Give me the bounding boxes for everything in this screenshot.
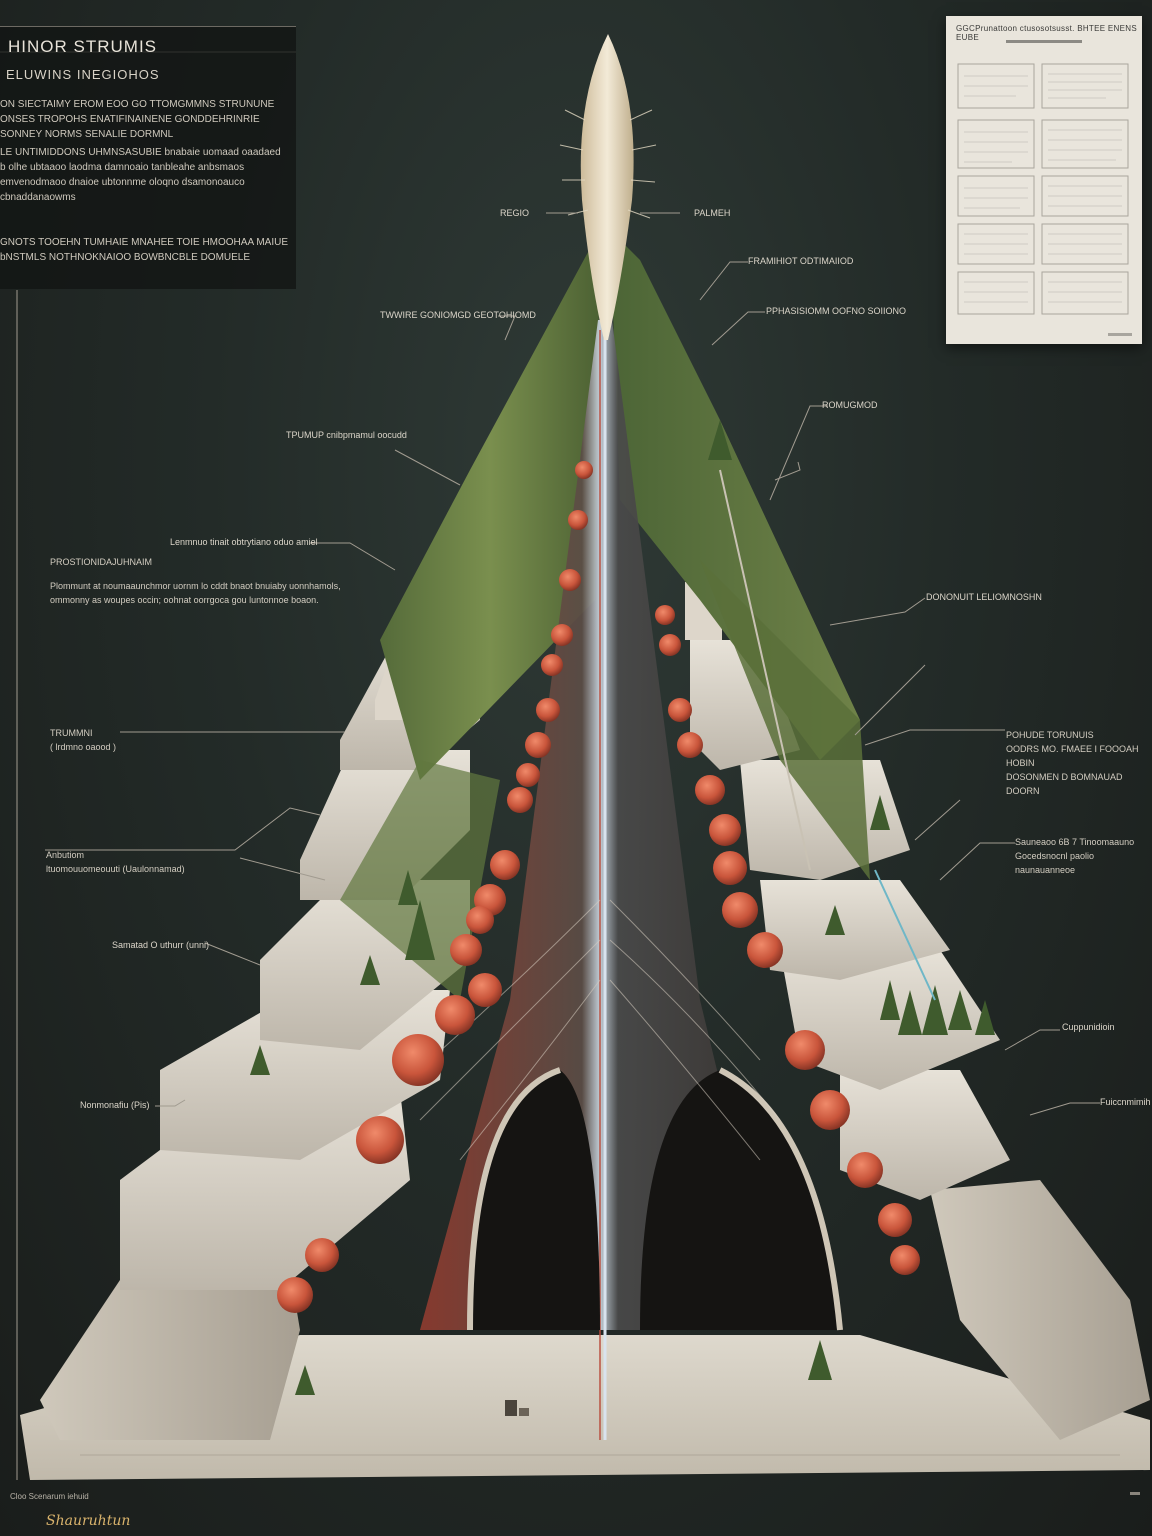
label-l5: Anbutiom ltuomouuomeouuti (Uaulonnamad) xyxy=(46,848,185,876)
sheet-footer-rule xyxy=(1108,333,1132,336)
corner-note: Cloo Scenarum iehuid xyxy=(10,1492,89,1501)
label-l7: Nonmonafiu (Pis) xyxy=(80,1100,150,1110)
label-apex-right: PALMEH xyxy=(694,208,731,218)
panel-line: ONSES TROPOHS ENATIFINAINENE GONDDEHRINR… xyxy=(0,114,260,125)
corner-rule xyxy=(1130,1492,1140,1495)
label-r5-line: OODRS MO. FMAEE I FOOOAH HOBIN xyxy=(1006,744,1139,768)
label-r5-head: POHUDE TORUNUIS xyxy=(1006,730,1094,740)
label-r6: Sauneaoo 6B 7 Tinoomaauno Gocedsnocnl pa… xyxy=(1015,835,1152,877)
label-r6-head: Sauneaoo 6B 7 Tinoomaauno xyxy=(1015,837,1135,847)
panel-paragraph-3: GNOTS TOOEHN TUMHAIE MNAHEE TOIE HMOOHAA… xyxy=(0,235,290,265)
label-r5: POHUDE TORUNUIS OODRS MO. FMAEE I FOOOAH… xyxy=(1006,728,1152,798)
artist-signature: Shauruhtun xyxy=(46,1513,131,1529)
label-l3-line: ommonny as woupes occin; oohnat oorrgoca… xyxy=(50,595,319,605)
panel-line: b olhe ubtaaoo laodma damnoaio tanbleahe… xyxy=(0,162,245,173)
label-apex: REGIO xyxy=(500,208,530,218)
panel-line: SONNEY NORMS SENALIE DORMNL xyxy=(0,129,174,140)
sheet-thumbnails xyxy=(957,63,1129,315)
label-l2: TPUMUP cnibpmamul oocudd xyxy=(286,430,407,440)
label-l1: TWWIRE GONIOMGD GEOTOHIOMD xyxy=(380,310,536,320)
panel-line: bNSTMLS NOTHNOKNAIOO BOWBNCBLE DOMUELE xyxy=(0,252,251,263)
panel-subtitle: ELUWINS INEGIOHOS xyxy=(6,67,160,82)
panel-paragraph-1: ON SIECTAIMY EROM EOO GO TTOMGMMNS STRUN… xyxy=(0,97,290,142)
panel-paragraph-2: LE UNTIMIDDONS UHMNSASUBIE bnabaie uomaa… xyxy=(0,145,290,205)
label-r4: DONONUIT LELIOMNOSHN xyxy=(926,592,1042,602)
label-l3-line: Plommunt at noumaaunchmor uornm lo cddt … xyxy=(50,581,341,591)
label-r1: FRAMIHIOT ODTIMAIIOD xyxy=(748,256,854,266)
label-r7: Cuppunidioin xyxy=(1062,1022,1115,1032)
label-r8: Fuiccnmimih xyxy=(1100,1097,1151,1107)
label-l4-head: TRUMMNI xyxy=(50,728,93,738)
panel-line: LE UNTIMIDDONS UHMNSASUBIE bnabaie uomaa… xyxy=(0,147,281,158)
panel-line: ON SIECTAIMY EROM EOO GO TTOMGMMNS STRUN… xyxy=(0,99,275,110)
label-r2: PPHASISIOMM OOFNO SOIIONO xyxy=(766,306,907,316)
panel-line: GNOTS TOOEHN TUMHAIE MNAHEE TOIE HMOOHAA… xyxy=(0,237,289,248)
reference-sheet: GGCPrunattoon ctusosotsusst. BHTEE ENENS… xyxy=(946,16,1142,344)
info-panel: HINOR STRUMIS ELUWINS INEGIOHOS ON SIECT… xyxy=(0,26,296,289)
label-l3-callout: Lenmnuo tinait obtrytiano oduo amiel xyxy=(170,537,318,547)
label-l5-head: Anbutiom xyxy=(46,850,85,860)
label-l4-sub: ( lrdmno oaood ) xyxy=(50,742,117,752)
sheet-subheader-rule xyxy=(1006,40,1082,43)
panel-line: emvenodmaoo dnaioe ubtonnme oloqno dsamo… xyxy=(0,177,245,188)
sheet-header: GGCPrunattoon ctusosotsusst. BHTEE ENENS… xyxy=(956,24,1137,42)
label-l3: PROSTIONIDAJUHNAIM Plommunt at noumaaunc… xyxy=(50,555,341,607)
panel-line: cbnaddanaowms xyxy=(0,192,76,203)
label-l4: TRUMMNI ( lrdmno oaood ) xyxy=(50,726,116,754)
label-r5-line: DOSONMEN D BOMNAUAD DOORN xyxy=(1006,772,1123,796)
panel-title: HINOR STRUMIS xyxy=(8,37,157,56)
label-l5-sub: ltuomouuomeouuti (Uaulonnamad) xyxy=(46,864,185,874)
label-r3: ROMUGMOD xyxy=(822,400,878,410)
label-l6: Samatad O uthurr (unni) xyxy=(112,940,210,950)
label-l3-head: PROSTIONIDAJUHNAIM xyxy=(50,557,153,567)
label-r6-line: Gocedsnocnl paolio naunauanneoe xyxy=(1015,851,1095,875)
